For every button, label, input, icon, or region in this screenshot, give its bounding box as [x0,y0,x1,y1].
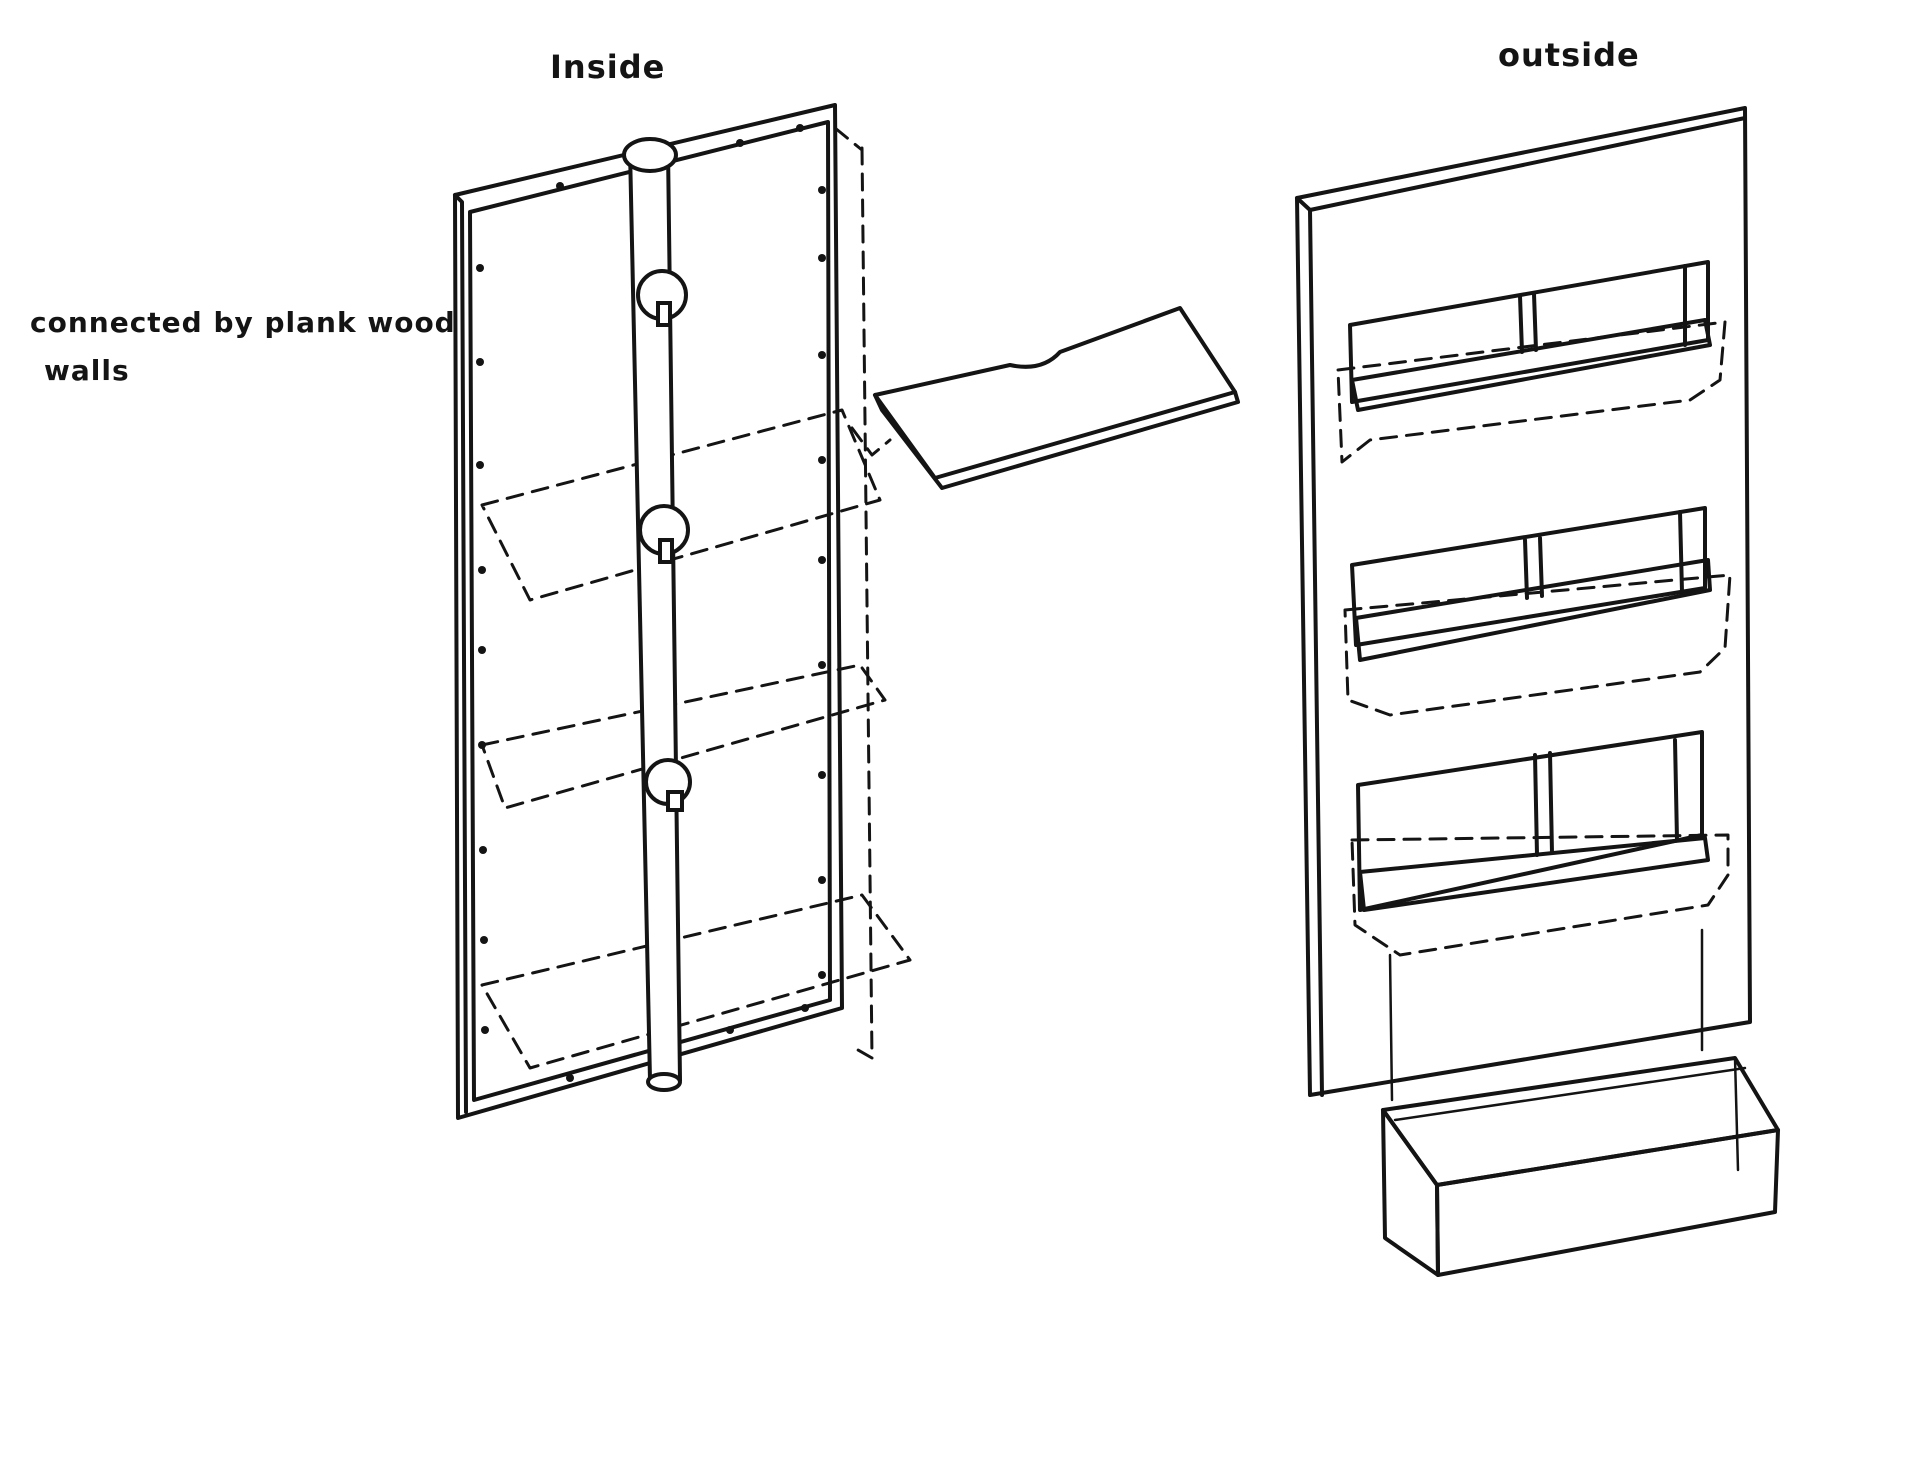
note-text-line2: walls [44,354,130,387]
shelf-outline-1 [480,408,882,602]
side-wall-dashed [856,146,874,1060]
fastener-dots-left [476,264,489,1034]
note-text-line1: connected by plank wood [30,306,456,339]
outside-board-outline [1295,106,1752,1097]
shelf-outline-2 [480,663,887,810]
outside-panel [1295,106,1752,1102]
plank-insert-arrow [850,426,892,457]
inside-liner-outline [468,120,832,1102]
shelf-plank [850,306,1240,490]
outside-label: outside [1498,36,1640,74]
planter-opening-3 [1350,730,1730,957]
planter-box-detached [1381,1056,1780,1277]
inside-board-outline [453,103,844,1120]
shelf-outline-3 [480,893,912,1070]
fastener-dots-bottom [566,1004,809,1082]
inside-label: Inside [550,48,665,86]
planter-opening-2 [1343,506,1732,717]
water-pipe [622,137,692,1092]
fastener-dots-right [818,186,826,979]
planter-opening-1 [1336,260,1727,464]
inside-panel [453,103,912,1120]
